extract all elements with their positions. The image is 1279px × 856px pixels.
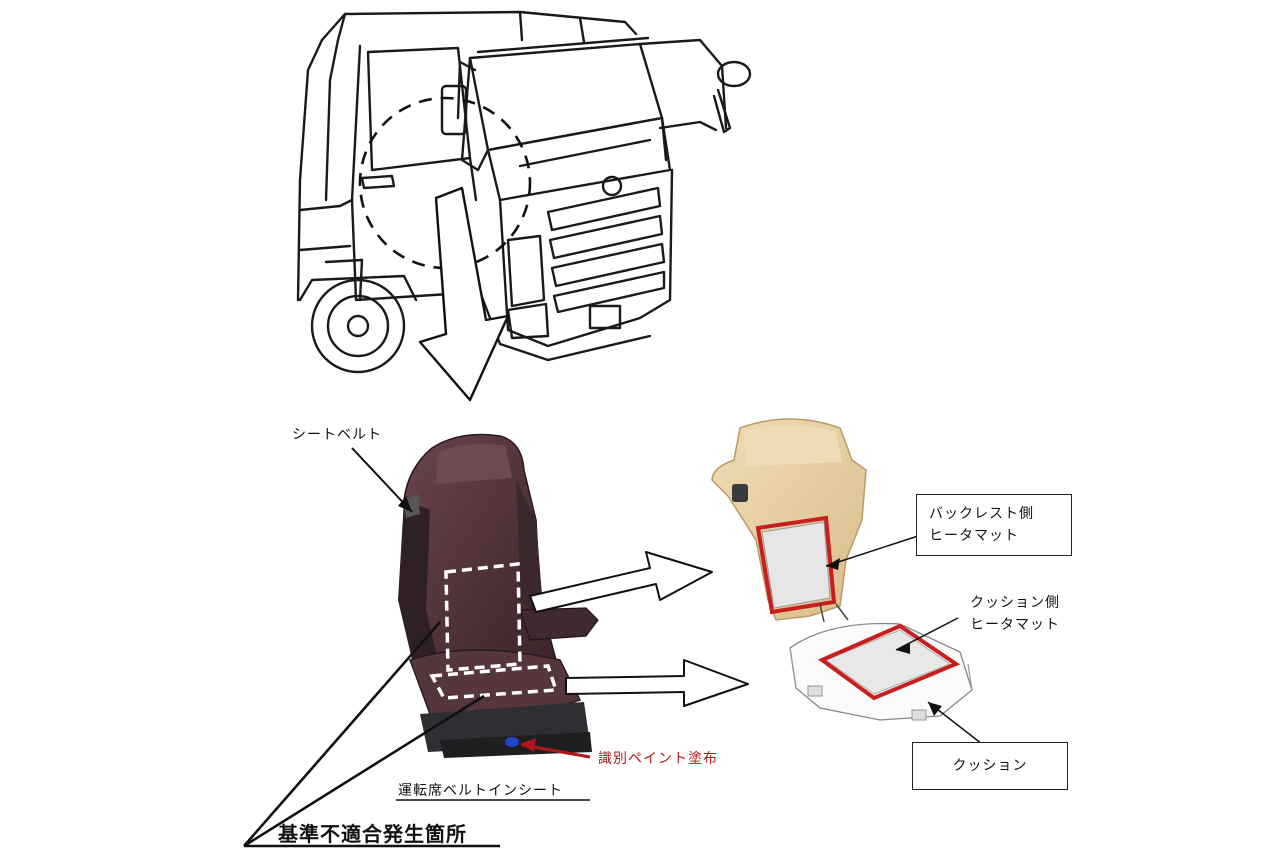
backrest-heater-label-box: バックレスト側 ヒータマット — [916, 494, 1072, 556]
cushion-label-box: クッション — [912, 742, 1068, 790]
cushion-heater-label-line1: クッション側 — [970, 595, 1060, 611]
truck-cab-illustration — [296, 10, 752, 374]
paint-label: 識別ペイント塗布 — [598, 751, 718, 767]
backrest-heater-label-line2: ヒータマット — [929, 528, 1019, 544]
cushion-heater-label-line2: ヒータマット — [970, 617, 1060, 633]
backrest-heater-label-line1: バックレスト側 — [929, 506, 1034, 522]
zoom-arrow — [418, 186, 510, 402]
arrow-to-backrest — [529, 551, 713, 613]
cushion-label: クッション — [952, 758, 1028, 774]
arrow-to-cushion — [565, 659, 749, 707]
cushion-heater-label: クッション側 ヒータマット — [970, 592, 1060, 636]
seat-name-label: 運転席ベルトインシート — [398, 783, 563, 799]
seatbelt-label: シートベルト — [292, 427, 382, 443]
backrest-foam-illustration — [711, 418, 867, 623]
defect-location-label: 基準不適合発生箇所 — [278, 822, 467, 846]
cushion-illustration — [789, 622, 973, 721]
defect-leaders — [243, 621, 500, 848]
